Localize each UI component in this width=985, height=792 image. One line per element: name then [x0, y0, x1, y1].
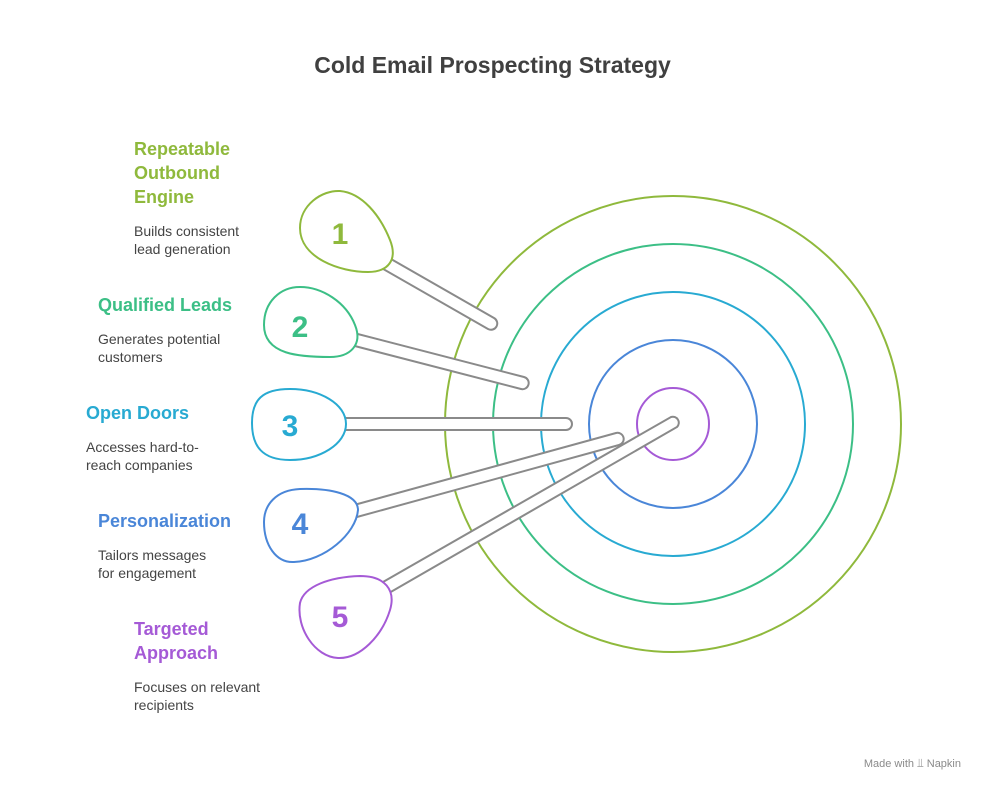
- badge-3-shape: [250, 387, 348, 462]
- target-ring-4: [588, 339, 758, 509]
- badge-5: 5: [298, 574, 393, 660]
- arrow-stick-4: [352, 431, 625, 519]
- arrow-sticks: [341, 253, 680, 595]
- item-5-heading: Targeted Approach: [134, 619, 219, 663]
- watermark-text: Made with: [863, 757, 914, 770]
- badge-3-number: 3: [282, 410, 299, 443]
- arrow-stick-1: [376, 253, 499, 331]
- item-2-heading: Qualified Leads: [98, 295, 233, 315]
- diagram-title: Cold Email Prospecting Strategy: [314, 52, 671, 78]
- badge-2-number: 2: [292, 311, 309, 344]
- arrow-stick-5: [381, 415, 680, 595]
- item-4-heading: Personalization: [98, 511, 232, 531]
- item-2-description: Generates potential customers: [98, 331, 221, 365]
- badge-3: 3: [250, 387, 348, 462]
- badge-1-number: 1: [332, 218, 349, 251]
- item-1-heading: Repeatable Outbound Engine: [134, 139, 231, 207]
- item-4-description: Tailors messages for engagement: [98, 547, 207, 581]
- badge-2-shape: [262, 285, 359, 359]
- item-3-heading: Open Doors: [86, 403, 190, 423]
- badge-4-shape: [262, 487, 360, 564]
- badge-5-shape: [298, 574, 393, 660]
- watermark-brand: Napkin: [926, 757, 961, 770]
- napkin-logo-icon: ⫫: [917, 756, 924, 770]
- item-5-description: Focuses on relevant recipients: [134, 679, 261, 713]
- badge-4: 4: [262, 487, 360, 564]
- item-1-description: Builds consistent lead generation: [134, 223, 240, 257]
- item-3-description: Accesses hard-to- reach companies: [86, 439, 199, 473]
- arrow-stick-3: [341, 417, 573, 431]
- badge-2: 2: [262, 285, 359, 359]
- badge-4-number: 4: [292, 508, 309, 541]
- badge-1-shape: [298, 189, 394, 274]
- target-ring-bullseye: [636, 387, 710, 461]
- badge-1: 1: [298, 189, 394, 274]
- number-badges: 1 2 3 4 5: [250, 189, 394, 660]
- badge-5-number: 5: [332, 601, 349, 634]
- arrow-stick-2: [345, 330, 530, 391]
- napkin-watermark[interactable]: Made with ⫫ Napkin: [864, 756, 961, 771]
